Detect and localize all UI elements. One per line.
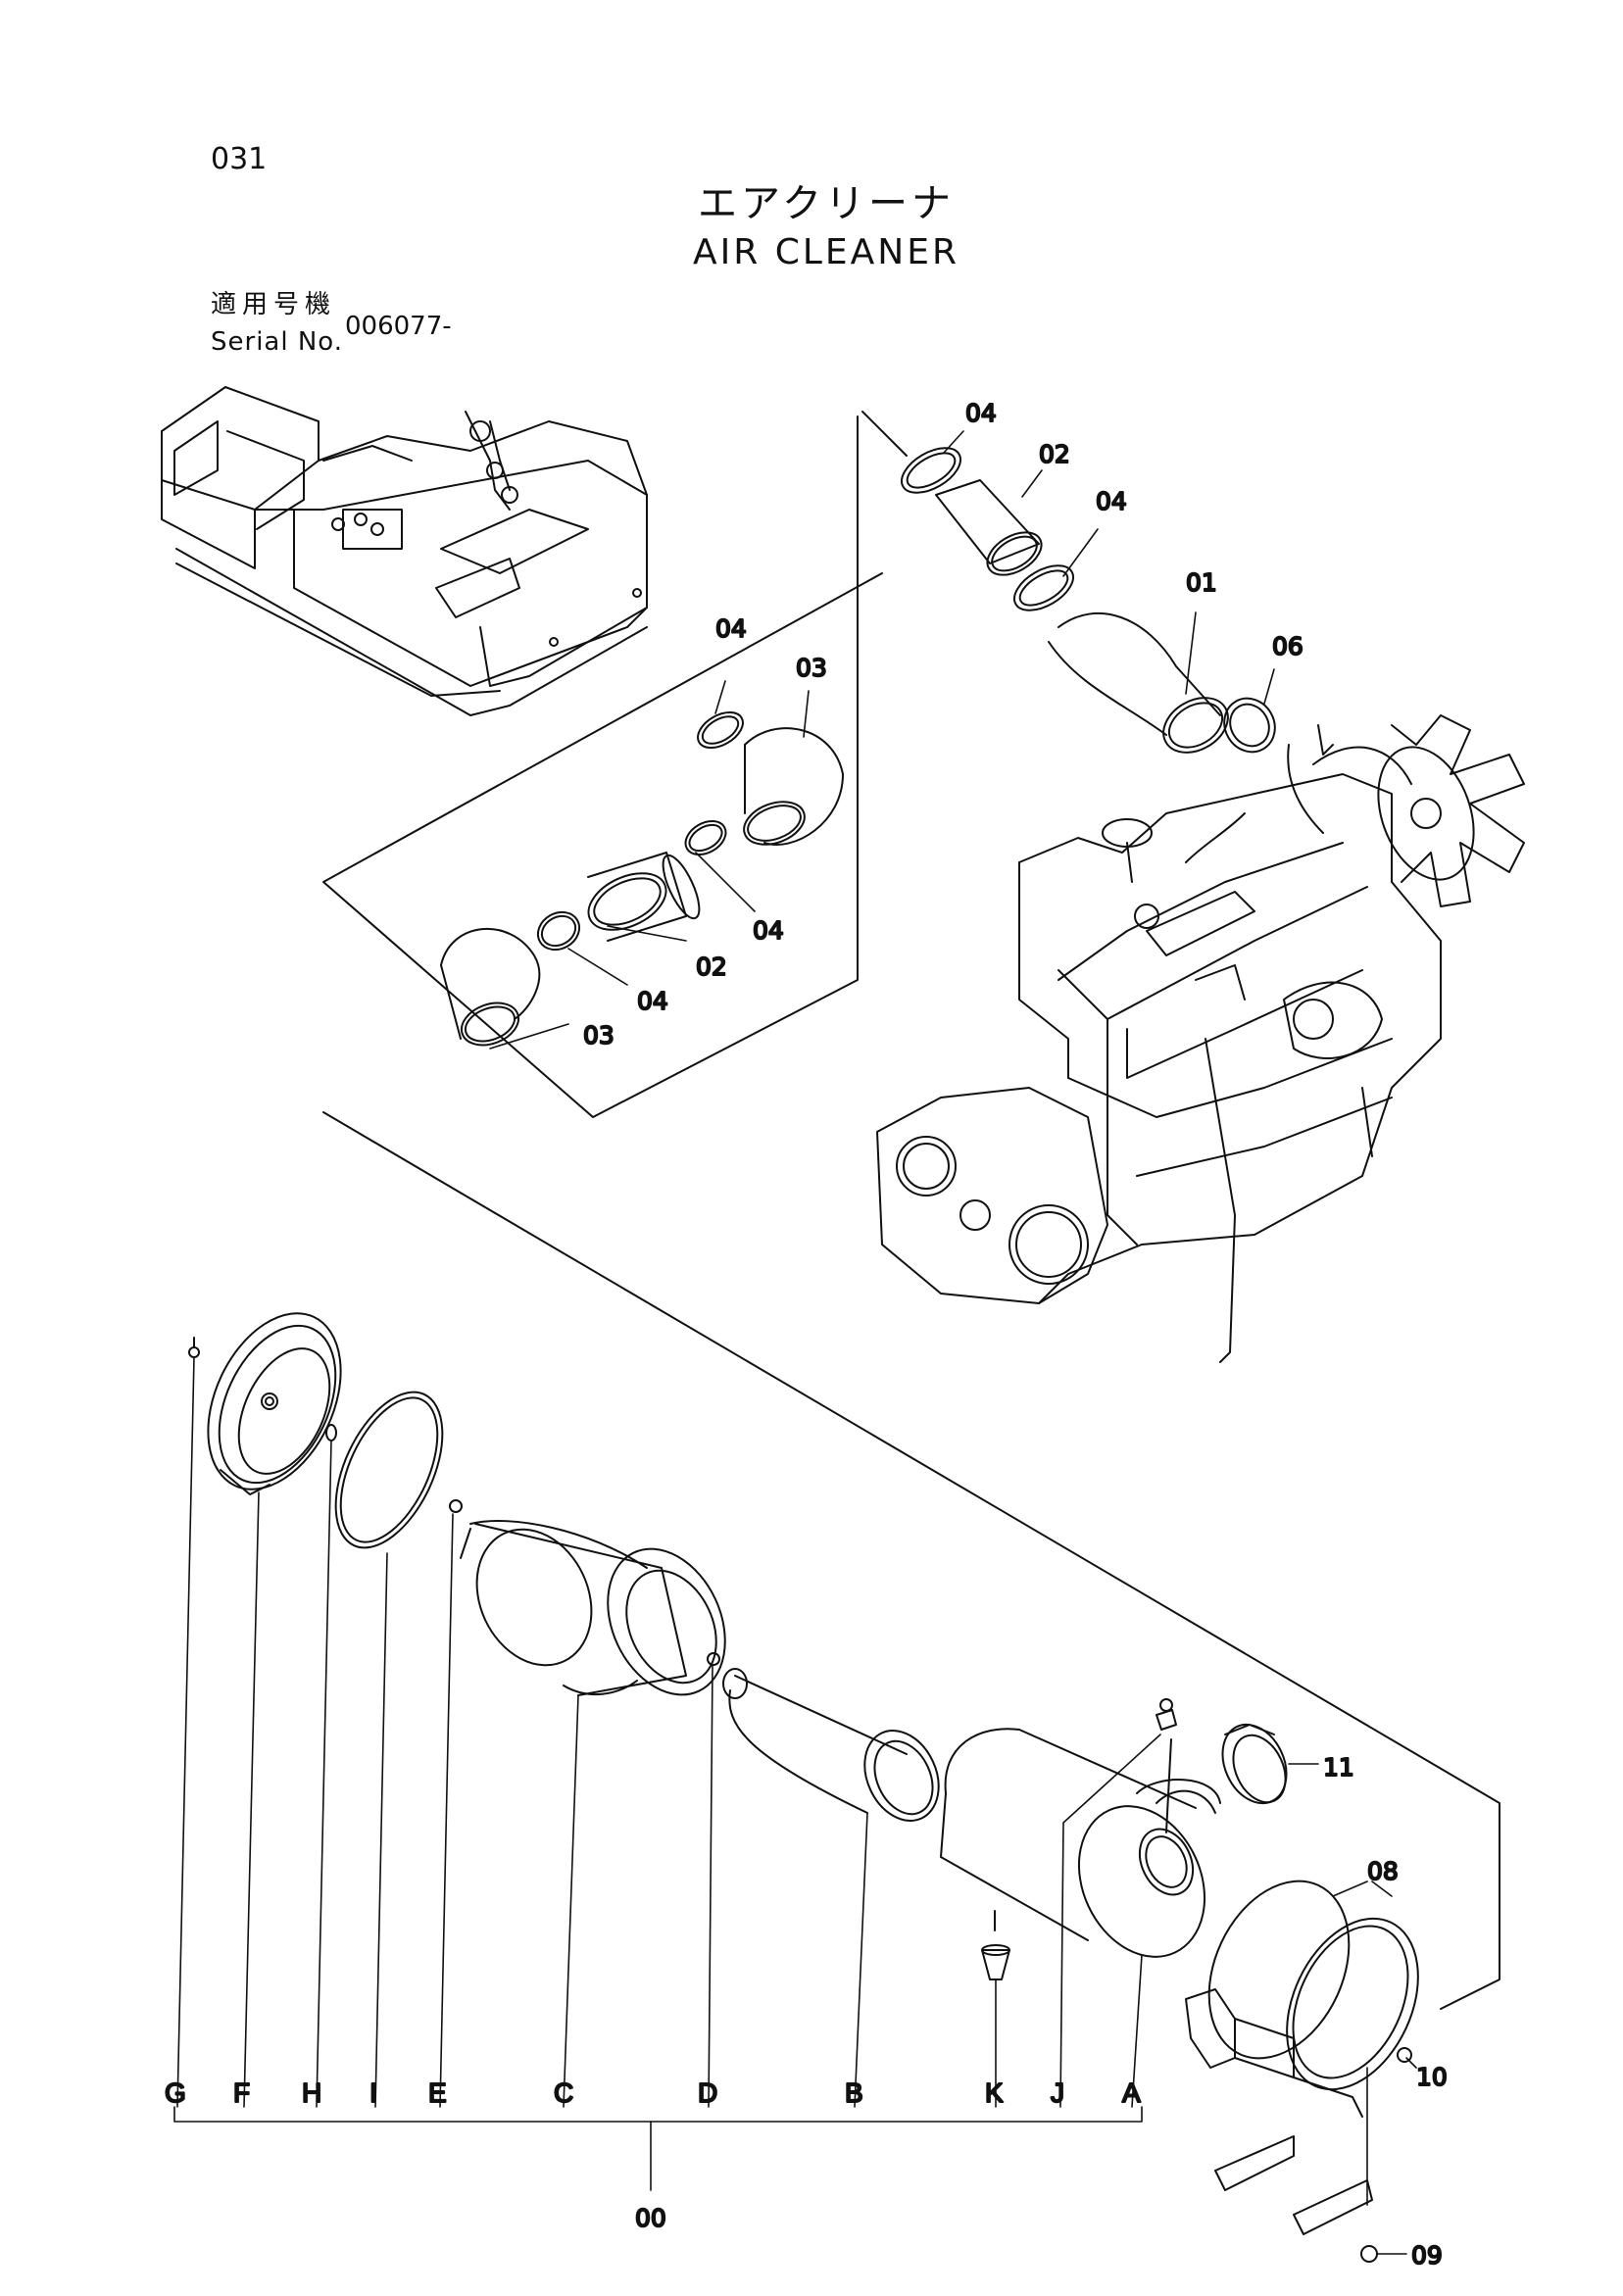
hose-clamp-04 (697, 710, 744, 750)
nut-10 (1397, 2047, 1412, 2063)
part-03-label: 03 (796, 654, 827, 682)
part-06-label: 06 (1272, 632, 1303, 660)
part-01-label: 01 (1186, 568, 1217, 597)
part-04-label: 04 (753, 916, 784, 945)
assembly-letter-I: I (369, 2077, 377, 2108)
outer-element-C (460, 1520, 726, 1696)
hose-clamp-04 (1013, 564, 1074, 611)
restriction-indicator-J (1156, 1698, 1177, 1731)
wing-nut-D (707, 1652, 720, 1666)
inset-to-aircleaner-line (322, 1111, 1500, 2010)
assembly-letter-K: K (985, 2077, 1004, 2108)
gasket-I (334, 1391, 444, 1549)
assembly-letter-F: F (233, 2077, 250, 2108)
part-10-label: 10 (1416, 2063, 1448, 2091)
assembly-letter-H: H (302, 2077, 321, 2108)
bolt-09 (1360, 2245, 1378, 2263)
part-03-label: 03 (583, 1021, 615, 1050)
leader-lines (173, 430, 1417, 2255)
serial-label-english: Serial No. (211, 327, 343, 357)
elbow-hose-03-lower (440, 927, 541, 1047)
straight-pipe-02 (587, 852, 701, 942)
part-02-label: 02 (696, 953, 727, 981)
bolt-G (188, 1337, 200, 1358)
body-A (940, 1728, 1221, 1958)
inset-leader (861, 411, 908, 457)
engine-illustration (876, 714, 1525, 1363)
wing-nut-E (449, 1499, 463, 1513)
part-02-label: 02 (1039, 440, 1070, 468)
elbow-hose-03-upper (743, 727, 844, 846)
part-04-label: 04 (965, 399, 997, 427)
assembly-letter-A: A (1122, 2077, 1141, 2108)
page-title-english: AIR CLEANER (693, 232, 959, 272)
inner-element-B (722, 1668, 940, 1822)
assembly-letter-E: E (428, 2077, 447, 2108)
hose-clamp-04 (684, 819, 727, 856)
part-04-label: 04 (715, 614, 747, 643)
inset-frame (322, 415, 883, 1118)
mounting-bands-08 (1185, 1880, 1419, 2235)
hose-clamp-04 (536, 910, 581, 952)
part-04-label: 04 (637, 987, 668, 1015)
assembly-letter-B: B (845, 2077, 863, 2108)
part-09-label: 09 (1411, 2241, 1443, 2270)
serial-label-japanese: 適用号機 (211, 290, 337, 319)
intake-hose-01 (1048, 611, 1229, 754)
o-ring-H (325, 1424, 337, 1441)
assembly-letter-D: D (698, 2077, 717, 2108)
part-00-label: 00 (635, 2204, 666, 2232)
assembly-letter-G: G (165, 2077, 186, 2108)
page-number: 031 (211, 142, 268, 176)
part-04-label: 04 (1096, 487, 1127, 515)
hose-clamp-06 (1223, 697, 1276, 754)
hose-clamp-04 (901, 447, 961, 494)
excavator-overview-illustration (161, 386, 648, 716)
assembly-letter-C: C (554, 2077, 573, 2108)
clamp-11 (1221, 1723, 1288, 1805)
part-11-label: 11 (1323, 1753, 1354, 1782)
vacuator-valve-K (981, 1910, 1010, 1980)
assembly-letter-J: J (1051, 2077, 1064, 2108)
part-08-label: 08 (1367, 1857, 1399, 1885)
page-title-japanese: エアクリーナ (698, 181, 955, 226)
serial-number-value: 006077- (345, 312, 452, 341)
pipe-02-engine (935, 479, 1043, 576)
